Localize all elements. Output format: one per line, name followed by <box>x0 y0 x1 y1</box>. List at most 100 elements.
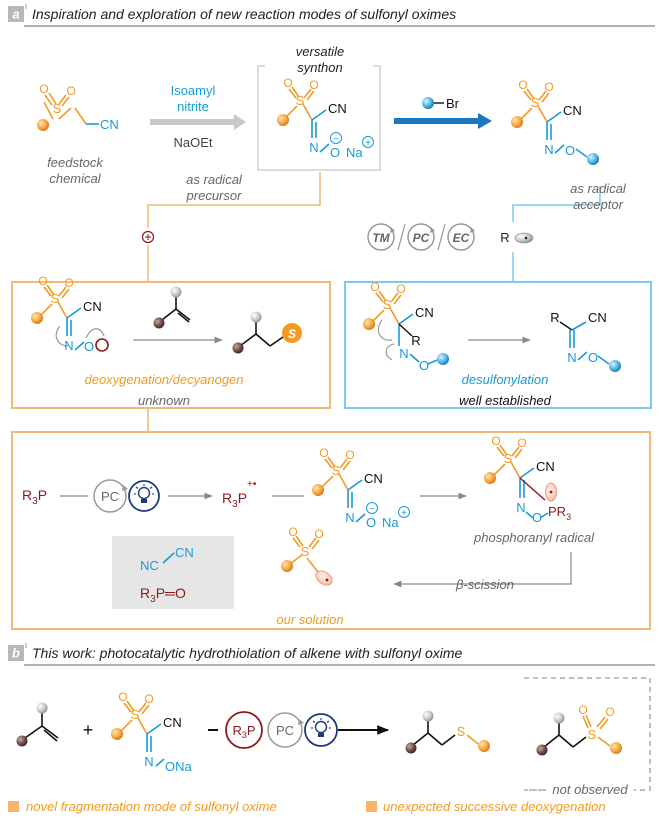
footer-left: novel fragmentation mode of sulfonyl oxi… <box>26 799 277 814</box>
byproduct-nc: NC <box>140 558 159 573</box>
b-oxime-cn-group: CN <box>163 715 182 730</box>
sulfonyl-o-atom-1: O <box>288 525 297 539</box>
synthon-na-atom: Na <box>346 145 363 160</box>
synthon-o-atom-2: O <box>309 78 318 92</box>
step1-base: NaOEt <box>173 135 212 150</box>
right-r-group: R <box>411 333 420 348</box>
right-box-label: desulfonylation <box>462 372 549 387</box>
beta-scission-label: β-scission <box>455 577 514 592</box>
left-box: S O O CN N O S deoxygenation/decyanogen … <box>11 274 331 409</box>
left-box-label: deoxygenation/decyanogen <box>84 372 243 387</box>
acceptor-product: S O O CN N O <box>511 78 599 165</box>
solution-oxime-cn-group: CN <box>364 471 383 486</box>
solution-pc: PC <box>101 489 119 504</box>
no-product-s-atom: S <box>588 727 597 742</box>
start-caption-1: feedstock <box>47 155 104 170</box>
branch-connectors <box>141 172 601 432</box>
right-product-n-atom: N <box>567 350 576 365</box>
plus-sign: + <box>83 720 94 740</box>
panel-a-heading: Inspiration and exploration of new react… <box>32 6 456 22</box>
synthon-s-atom: S <box>296 93 305 108</box>
left-product-s-atom: S <box>288 327 296 341</box>
panel-b-letter: b <box>12 646 20 661</box>
sulfonyl-o-atom-2: O <box>314 527 323 541</box>
synthon-title-1: versatile <box>296 44 344 59</box>
footer-notes: novel fragmentation mode of sulfonyl oxi… <box>8 799 606 814</box>
right-o-atom-2: O <box>396 282 405 296</box>
synthon-cn-group: CN <box>328 101 347 116</box>
right-box-status: well established <box>459 393 552 408</box>
right-product-cn-group: CN <box>588 310 607 325</box>
radical-pr3: PR3 <box>548 504 571 522</box>
synthon-n-atom: N <box>309 140 318 155</box>
right-cn-group: CN <box>415 305 434 320</box>
panel-a-header: a Inspiration and exploration of new rea… <box>8 4 655 27</box>
byproduct-cn: CN <box>175 545 194 560</box>
acceptor-cn-group: CN <box>563 103 582 118</box>
no-product-o-atom-2: O <box>605 705 614 719</box>
b-oxime-ona: ONa <box>165 759 193 774</box>
synthon-minus-charge: − <box>333 134 339 145</box>
solution-label: our solution <box>276 612 343 627</box>
lightbulb-icon <box>134 484 154 503</box>
b-pc: PC <box>276 723 294 738</box>
start-s-atom: S <box>53 101 62 116</box>
right-product-o-atom: O <box>588 350 598 365</box>
left-o-atom-1: O <box>38 274 47 288</box>
right-o-atom-1: O <box>370 280 379 294</box>
solution-oxime-o-atom-1: O <box>319 446 328 460</box>
byproduct-r3po: R3P═O <box>140 585 186 605</box>
right-s-atom: S <box>383 297 392 312</box>
acceptor-s-atom: S <box>531 95 540 110</box>
catalyst-tm: TM <box>372 231 390 245</box>
sulfonyl-s-atom: S <box>301 544 310 559</box>
b-oxime-n-atom: N <box>144 754 153 769</box>
radical-o-atom-1: O <box>491 434 500 448</box>
left-o-atom-2: O <box>64 276 73 290</box>
panel-b-header: b This work: photocatalytic hydrothiolat… <box>8 643 655 666</box>
solution-oxime-s-atom: S <box>332 463 341 478</box>
acceptor-o-atom-2: O <box>544 80 553 94</box>
panel-a-letter: a <box>12 7 19 22</box>
step1-reagent-2: nitrite <box>177 99 209 114</box>
solution-oxime-plus: + <box>401 508 407 519</box>
radical-precursor-line-2: precursor <box>186 188 243 203</box>
radical-o-atom-3: O <box>532 510 542 525</box>
radical-acceptor-line-2: acceptor <box>573 197 624 212</box>
radical-label: phosphoranyl radical <box>473 530 595 545</box>
not-observed-label: not observed <box>552 782 628 797</box>
b-oxime-s-atom: S <box>131 707 140 722</box>
radical-r-label: R <box>500 230 509 245</box>
start-molecule: S O O CN feedstock chemical <box>37 82 119 186</box>
catalyst-ec: EC <box>453 231 470 245</box>
solution-oxime-o-atom-2: O <box>345 448 354 462</box>
catalyst-pc: PC <box>413 231 430 245</box>
solution-oxime-o-atom-3: O <box>366 515 376 530</box>
left-n-atom: N <box>64 338 73 353</box>
step1-reagent-1: Isoamyl <box>171 83 216 98</box>
synthon-o-atom-1: O <box>283 76 292 90</box>
start-o-atom-2: O <box>66 84 75 98</box>
synthon-box: versatile synthon S O O CN N O − Na + <box>257 44 381 171</box>
solution-oxime-minus: − <box>369 504 375 515</box>
radical-o-atom-2: O <box>517 436 526 450</box>
synthon-title-2: synthon <box>297 60 343 75</box>
b-lightbulb-icon <box>311 718 331 737</box>
start-caption-2: chemical <box>49 171 101 186</box>
synthon-plus-charge: + <box>365 138 371 149</box>
right-box: S O O CN R N O R CN N O desulfonylation … <box>344 280 652 409</box>
start-cn-group: CN <box>100 117 119 132</box>
start-o-atom-1: O <box>39 82 48 96</box>
b-oxime-o-atom-2: O <box>144 692 153 706</box>
solution-box: R3P PC R3P +• <box>11 431 651 630</box>
acceptor-o-atom-3: O <box>565 143 575 158</box>
no-product-o-atom-1: O <box>578 703 587 717</box>
b-product-s-atom: S <box>457 724 466 739</box>
solution-oxime-n-atom: N <box>345 510 354 525</box>
left-cn-group: CN <box>83 299 102 314</box>
radical-s-atom: S <box>504 451 513 466</box>
catalyst-icons: TM PC EC R <box>367 223 534 251</box>
footer-right: unexpected successive deoxygenation <box>383 799 606 814</box>
radical-n-atom: N <box>516 500 525 515</box>
